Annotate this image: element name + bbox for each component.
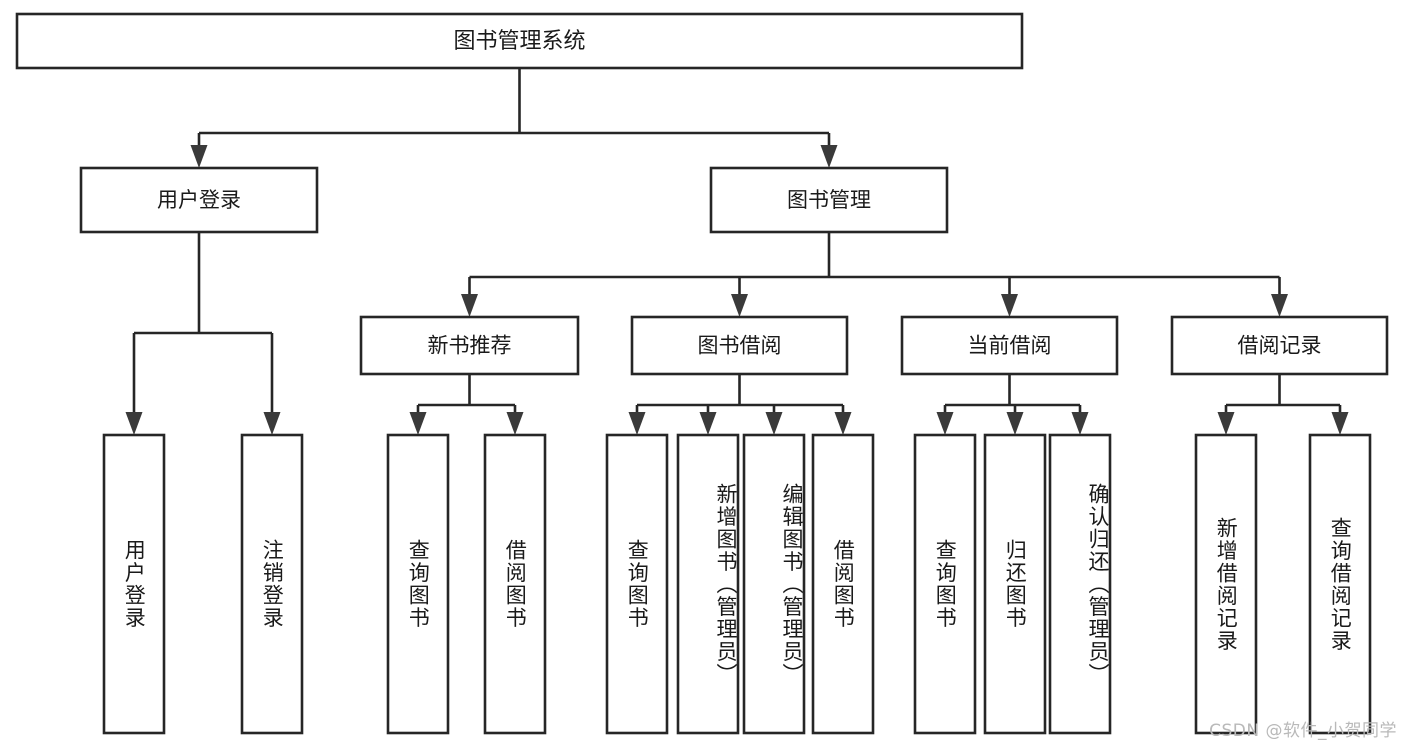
node-box-leaf-logout[interactable] bbox=[240, 433, 304, 735]
node-box-leaf-add-book-admin[interactable] bbox=[676, 433, 740, 735]
node-box-leaf-query-borrow-record[interactable] bbox=[1308, 433, 1372, 735]
arrow-head-icon-leaf-return-book bbox=[1006, 412, 1024, 435]
node-box-current-borrow[interactable] bbox=[900, 315, 1119, 376]
arrow-head-icon-leaf-logout bbox=[263, 412, 281, 435]
arrow-head-icon-book-borrow bbox=[731, 294, 748, 317]
connector-layer bbox=[125, 68, 1349, 435]
node-box-leaf-query-book-current[interactable] bbox=[913, 433, 977, 735]
node-box-root[interactable] bbox=[15, 12, 1024, 70]
arrow-head-icon-leaf-query-borrow-record bbox=[1331, 412, 1349, 435]
node-label-user-login: 用户登录 bbox=[157, 188, 241, 212]
arrow-head-icon-leaf-edit-book-admin bbox=[765, 412, 783, 435]
arrow-head-icon-leaf-borrow-book-recommend bbox=[506, 412, 524, 435]
arrow-head-icon-leaf-query-book-recommend bbox=[409, 412, 427, 435]
csdn-watermark: CSDN @软件_小贺同学 bbox=[1209, 721, 1397, 741]
arrow-head-icon-leaf-confirm-return-admin bbox=[1071, 412, 1089, 435]
node-box-leaf-borrow-book[interactable] bbox=[811, 433, 875, 735]
arrow-head-icon-leaf-query-book-borrow bbox=[628, 412, 646, 435]
node-label-book-borrow: 图书借阅 bbox=[698, 334, 782, 358]
arrow-head-icon-leaf-add-book-admin bbox=[699, 412, 717, 435]
node-box-leaf-return-book[interactable] bbox=[983, 433, 1047, 735]
node-label-root: 图书管理系统 bbox=[453, 29, 585, 54]
node-label-current-borrow: 当前借阅 bbox=[968, 334, 1052, 358]
node-label-borrow-record: 借阅记录 bbox=[1238, 334, 1322, 358]
arrow-head-icon-current-borrow bbox=[1001, 294, 1018, 317]
node-box-layer bbox=[15, 12, 1389, 735]
node-box-borrow-record[interactable] bbox=[1170, 315, 1389, 376]
arrow-head-icon-leaf-add-borrow-record bbox=[1217, 412, 1235, 435]
arrow-head-icon-leaf-borrow-book bbox=[834, 412, 852, 435]
arrow-head-icon-leaf-query-book-current bbox=[936, 412, 954, 435]
node-box-book-management[interactable] bbox=[709, 166, 949, 234]
node-box-leaf-confirm-return-admin[interactable] bbox=[1048, 433, 1112, 735]
node-box-new-book-recommend[interactable] bbox=[359, 315, 580, 376]
node-box-leaf-edit-book-admin[interactable] bbox=[742, 433, 806, 735]
arrow-head-icon-user-login bbox=[190, 145, 208, 168]
node-box-leaf-query-book-recommend[interactable] bbox=[386, 433, 450, 735]
node-box-leaf-query-book-borrow[interactable] bbox=[605, 433, 669, 735]
arrow-head-icon-borrow-record bbox=[1271, 294, 1288, 317]
node-box-leaf-user-login[interactable] bbox=[102, 433, 166, 735]
arrow-head-icon-book-management bbox=[820, 145, 838, 168]
node-box-book-borrow[interactable] bbox=[630, 315, 849, 376]
arrow-head-icon-new-book-recommend bbox=[461, 294, 478, 317]
arrow-head-icon-leaf-user-login bbox=[125, 412, 143, 435]
node-label-book-management: 图书管理 bbox=[787, 188, 871, 212]
node-box-leaf-borrow-book-recommend[interactable] bbox=[483, 433, 547, 735]
node-box-leaf-add-borrow-record[interactable] bbox=[1194, 433, 1258, 735]
node-box-user-login[interactable] bbox=[79, 166, 319, 234]
node-label-new-book-recommend: 新书推荐 bbox=[428, 334, 512, 358]
